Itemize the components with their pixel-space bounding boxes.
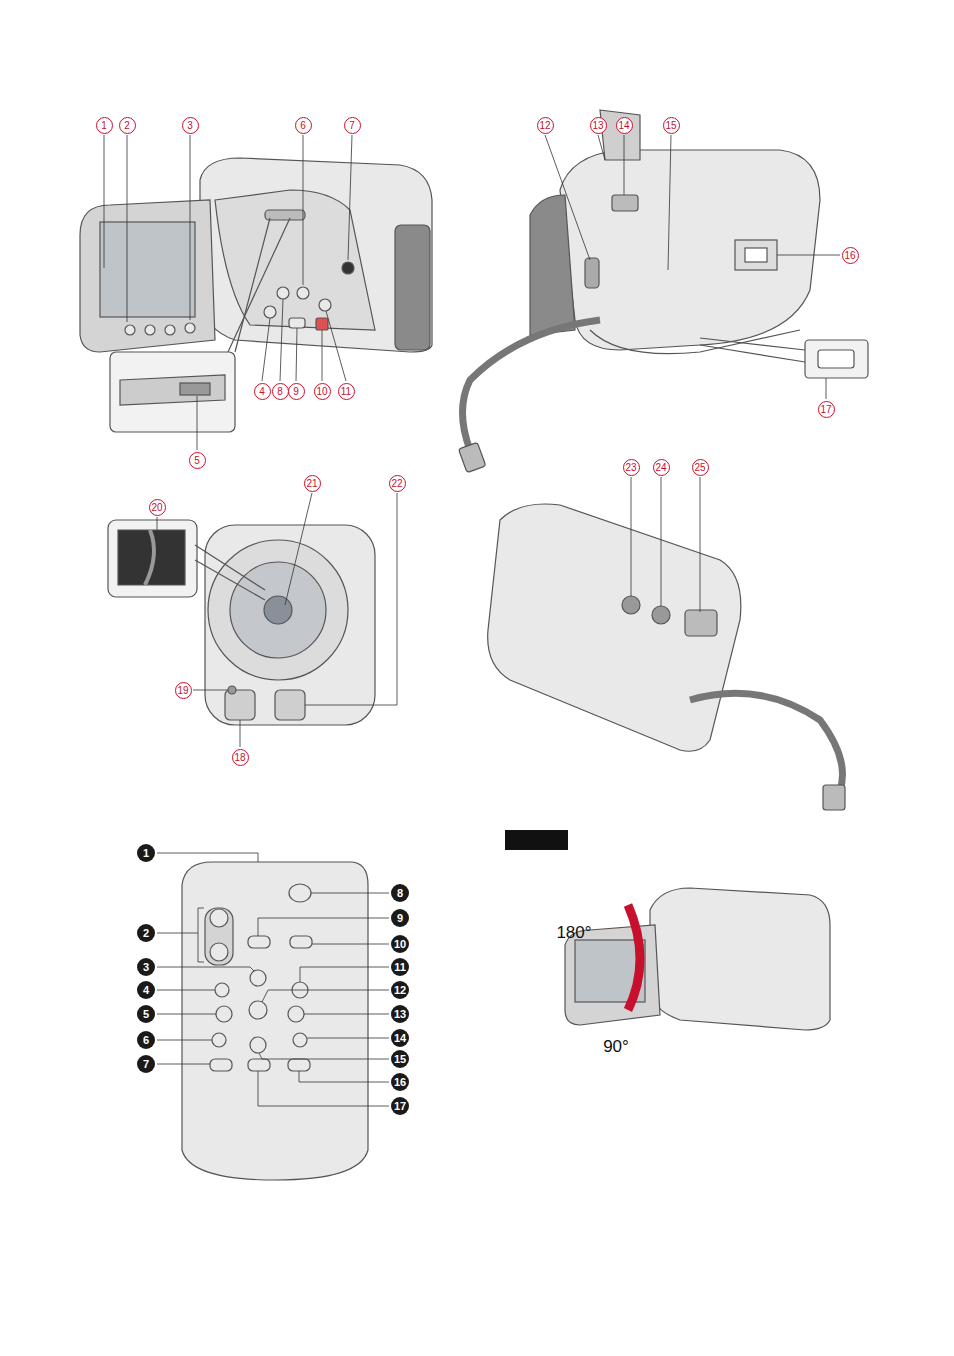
callout-number: 4 — [254, 383, 271, 400]
label-text: 13 — [592, 120, 603, 131]
label-text: 9 — [293, 386, 299, 397]
callout-number: 20 — [149, 499, 166, 516]
label-text: 2 — [124, 120, 130, 131]
label-text: 15 — [665, 120, 676, 131]
label-text: 10 — [394, 938, 406, 950]
remote-callout-number: 3 — [137, 958, 155, 976]
callout-number: 19 — [175, 682, 192, 699]
remote-callout-number: 17 — [391, 1097, 409, 1115]
label-text: 90° — [603, 1037, 629, 1057]
remote-callout-number: 16 — [391, 1073, 409, 1091]
label-text: 7 — [143, 1058, 149, 1070]
callout-number: 16 — [842, 247, 859, 264]
remote-callout-number: 13 — [391, 1005, 409, 1023]
label-text: 1 — [143, 847, 149, 859]
callout-number: 5 — [189, 452, 206, 469]
label-text: 18 — [234, 752, 245, 763]
callout-number: 3 — [182, 117, 199, 134]
remote-callout-number: 2 — [137, 924, 155, 942]
label-text: 11 — [394, 961, 406, 973]
remote-callout-number: 11 — [391, 958, 409, 976]
label-text: 12 — [394, 984, 406, 996]
label-text: 25 — [694, 462, 705, 473]
remote-callout-number: 6 — [137, 1031, 155, 1049]
label-text: 23 — [625, 462, 636, 473]
callout-number: 6 — [295, 117, 312, 134]
label-text: 5 — [194, 455, 200, 466]
label-text: 4 — [143, 984, 149, 996]
callout-number: 23 — [623, 459, 640, 476]
label-text: 12 — [539, 120, 550, 131]
label-text: 8 — [277, 386, 283, 397]
callout-number: 8 — [272, 383, 289, 400]
label-text: 1 — [101, 120, 107, 131]
angle-label: 90° — [601, 1036, 631, 1058]
label-text: 9 — [397, 912, 403, 924]
label-text: 6 — [300, 120, 306, 131]
callout-number: 22 — [389, 475, 406, 492]
label-text: 16 — [844, 250, 855, 261]
callout-number: 15 — [663, 117, 680, 134]
remote-callout-number: 10 — [391, 935, 409, 953]
callout-number: 17 — [818, 401, 835, 418]
remote-callout-number: 7 — [137, 1055, 155, 1073]
label-text: 8 — [397, 887, 403, 899]
label-text: 5 — [143, 1008, 149, 1020]
label-text: 22 — [391, 478, 402, 489]
label-text: 19 — [177, 685, 188, 696]
label-text: 14 — [394, 1032, 406, 1044]
label-text: 2 — [143, 927, 149, 939]
label-text: 20 — [151, 502, 162, 513]
callout-number: 11 — [338, 383, 355, 400]
remote-callout-number: 4 — [137, 981, 155, 999]
label-text: 17 — [394, 1100, 406, 1112]
callout-number: 25 — [692, 459, 709, 476]
remote-callout-number: 12 — [391, 981, 409, 999]
label-text: 7 — [349, 120, 355, 131]
label-text: 16 — [394, 1076, 406, 1088]
callout-number: 21 — [304, 475, 321, 492]
angle-label: 180° — [554, 922, 594, 944]
label-text: 14 — [618, 120, 629, 131]
label-text: 13 — [394, 1008, 406, 1020]
label-text: 4 — [259, 386, 265, 397]
callout-number: 7 — [344, 117, 361, 134]
label-text: 3 — [143, 961, 149, 973]
remote-callout-number: 14 — [391, 1029, 409, 1047]
callout-number: 24 — [653, 459, 670, 476]
callout-number: 18 — [232, 749, 249, 766]
remote-callout-number: 9 — [391, 909, 409, 927]
callout-number: 14 — [616, 117, 633, 134]
remote-callout-number: 5 — [137, 1005, 155, 1023]
callout-number: 10 — [314, 383, 331, 400]
remote-callout-number: 15 — [391, 1050, 409, 1068]
remote-callout-number: 1 — [137, 844, 155, 862]
callout-number: 2 — [119, 117, 136, 134]
label-text: 180° — [556, 923, 591, 943]
remote-callout-number: 8 — [391, 884, 409, 902]
label-text: 15 — [394, 1053, 406, 1065]
label-text: 10 — [316, 386, 327, 397]
label-text: 3 — [187, 120, 193, 131]
label-text: 24 — [655, 462, 666, 473]
label-text: 17 — [820, 404, 831, 415]
label-text: 6 — [143, 1034, 149, 1046]
callout-number: 13 — [590, 117, 607, 134]
label-text: 11 — [341, 386, 351, 397]
label-text: 21 — [306, 478, 317, 489]
callout-number: 9 — [288, 383, 305, 400]
callout-number: 1 — [96, 117, 113, 134]
callout-number: 12 — [537, 117, 554, 134]
